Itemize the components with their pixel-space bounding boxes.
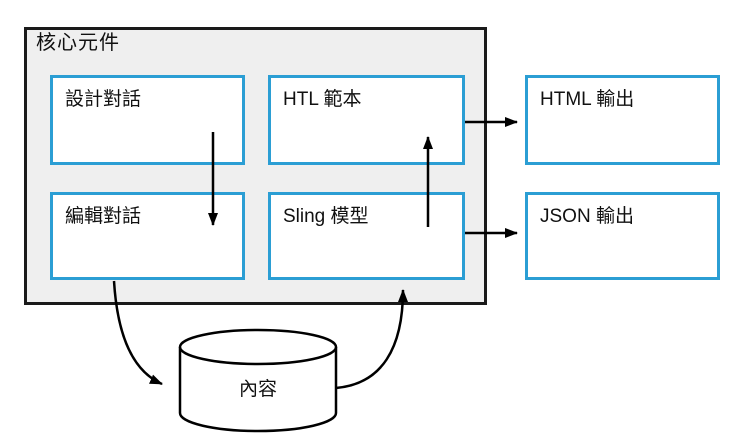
box-design-dialog-label: 設計對話	[65, 89, 142, 110]
box-sling-model-label: Sling 模型	[283, 206, 369, 227]
box-json-output: JSON 輸出	[525, 192, 720, 280]
box-design-dialog: 設計對話	[50, 75, 245, 165]
core-components-title: 核心元件	[36, 32, 120, 54]
box-json-output-label: JSON 輸出	[540, 206, 634, 227]
box-sling-model: Sling 模型	[268, 192, 465, 280]
box-edit-dialog-label: 編輯對話	[65, 206, 142, 227]
box-html-output: HTML 輸出	[525, 75, 720, 165]
box-htl-template-label: HTL 範本	[283, 89, 362, 110]
content-datastore-label: 內容	[238, 379, 277, 400]
box-edit-dialog: 編輯對話	[50, 192, 245, 280]
box-html-output-label: HTML 輸出	[540, 89, 635, 110]
box-htl-template: HTL 範本	[268, 75, 465, 165]
